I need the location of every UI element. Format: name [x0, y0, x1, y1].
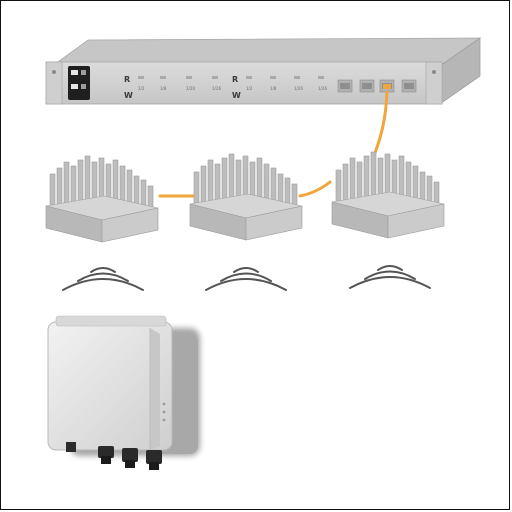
- port-label: 1/8: [160, 86, 167, 91]
- port-label: 1/26: [212, 86, 221, 91]
- sfp-ports: [337, 79, 417, 93]
- port-label: 1/8: [270, 86, 277, 91]
- heatsink-module: [45, 155, 159, 243]
- switch-brand-letter: W: [124, 91, 133, 100]
- port-label: 1/2: [138, 86, 145, 91]
- rack-switch: R W R W 1/2 1/8 1/20 1/26 1/2 1/8 1/20 1…: [45, 37, 482, 105]
- outdoor-enclosure: [47, 315, 200, 470]
- switch-brand-letter: R: [232, 75, 238, 84]
- port-label: 1/20: [186, 86, 195, 91]
- switch-port-group: 1/2 1/8 1/20 1/26 1/2 1/8 1/20 1/26: [138, 76, 327, 91]
- port-label: 1/26: [318, 86, 327, 91]
- heatsink-module: [189, 153, 303, 241]
- wireless-wave-icon: [205, 267, 287, 291]
- wireless-wave-icon: [349, 265, 431, 289]
- heatsink-module: [331, 151, 445, 239]
- port-label: 1/2: [246, 86, 253, 91]
- switch-brand-letter: R: [124, 75, 130, 84]
- port-label: 1/20: [294, 86, 303, 91]
- wireless-wave-icon: [62, 267, 144, 291]
- switch-brand-letter: W: [232, 91, 241, 100]
- enclosure-connector: [66, 442, 162, 470]
